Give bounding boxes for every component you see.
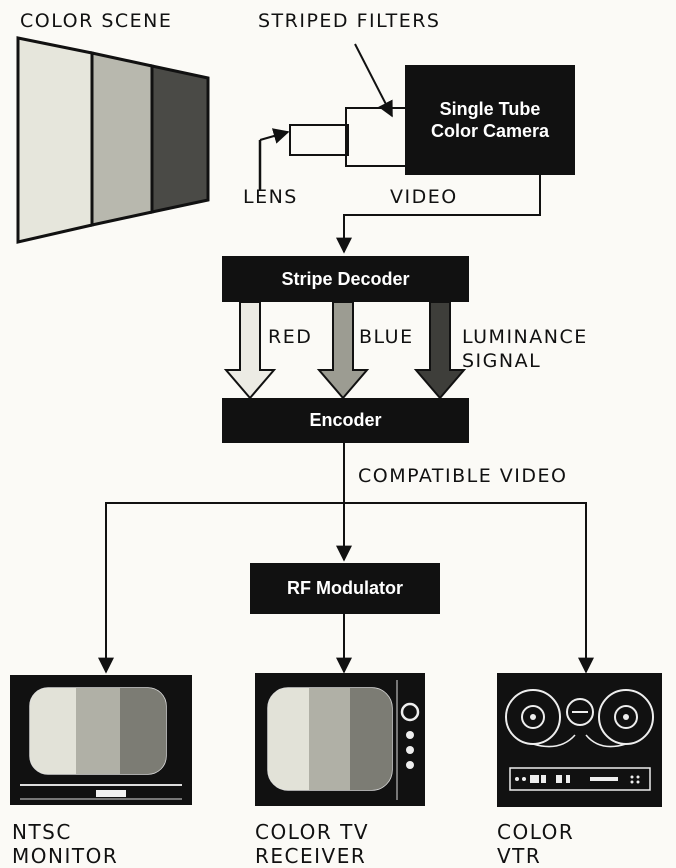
vtr-label: VTR [497,846,541,867]
camera-label-line2: Color Camera [431,120,549,143]
blue-arrow [319,302,367,398]
stripe-decoder-box: Stripe Decoder [222,256,469,302]
blue-label: BLUE [359,328,414,348]
color-scene-label: COLOR SCENE [20,12,172,32]
lens-tube [290,125,348,155]
color-vtr-illustration [497,673,662,807]
scene-panel-mid [92,53,152,225]
color-scene-panels [18,38,208,242]
luminance-label: LUMINANCE [462,328,588,348]
lens-pointer-arrow [260,132,288,140]
receiver-label: RECEIVER [255,846,366,867]
decoder-arrows [226,302,464,398]
video-line [344,170,540,252]
striped-filter-holder [346,108,408,166]
luminance-arrow [416,302,464,398]
encoder-box: Encoder [222,398,469,443]
lens-label: LENS [243,188,298,208]
filter-pointer-arrow [355,44,392,116]
monitor-label: MONITOR [12,846,118,867]
color-tv-receiver-illustration [255,673,425,806]
ntsc-monitor-illustration [10,675,192,805]
lens-assembly [260,44,408,190]
striped-filters-label: STRIPED FILTERS [258,12,440,32]
rf-modulator-box: RF Modulator [250,563,440,614]
scene-panel-light [18,38,92,242]
color-tv-label: COLOR TV [255,822,369,843]
red-label: RED [268,328,312,348]
color-vtr-label: COLOR [497,822,574,843]
signal-label: SIGNAL [462,352,541,372]
scene-panel-dark [152,66,208,212]
video-label: VIDEO [390,188,458,208]
single-tube-color-camera-box: Single Tube Color Camera [405,65,575,175]
ntsc-label: NTSC [12,822,72,843]
camera-label-line1: Single Tube [440,98,541,121]
compatible-video-label: COMPATIBLE VIDEO [358,467,567,487]
red-arrow [226,302,274,398]
